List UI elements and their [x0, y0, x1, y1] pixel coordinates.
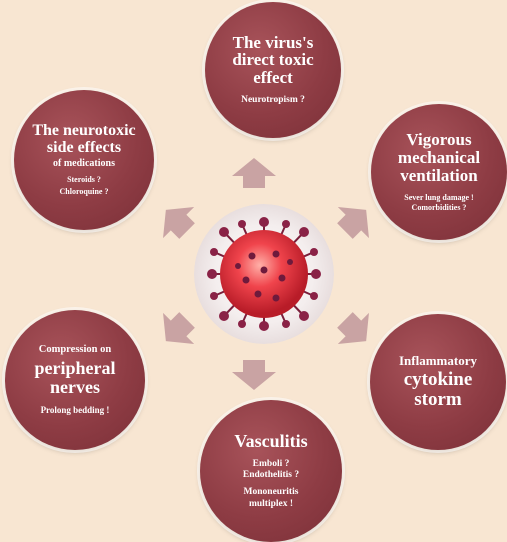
node-cytokine-storm: Inflammatory cytokine storm	[370, 314, 506, 450]
arrow-lower-right	[329, 304, 381, 356]
node-detail: Mononeuritis multiplex !	[210, 487, 332, 510]
node-title: cytokine storm	[380, 370, 496, 410]
node-detail: Comorbidities ?	[412, 203, 467, 213]
node-detail: Sever lung damage !	[404, 193, 473, 203]
arrow-down	[232, 360, 276, 390]
node-detail: Chloroquine ?	[60, 187, 109, 197]
node-title: peripheral nerves	[15, 359, 135, 397]
node-detail: Prolong bedding !	[41, 405, 110, 416]
coronavirus-icon	[194, 204, 334, 344]
node-mechanical-ventilation: Vigorous mechanical ventilation Sever lu…	[371, 104, 507, 240]
arrow-up	[232, 158, 276, 188]
diagram: The virus's direct toxic effect Neurotro…	[0, 0, 507, 526]
node-vasculitis: Vasculitis Emboli ? Endothelitis ? Monon…	[200, 400, 342, 542]
node-detail: Neurotropism ?	[241, 95, 305, 106]
node-detail: Steroids ?	[67, 175, 101, 185]
node-title: Vigorous mechanical ventilation	[385, 131, 493, 185]
arrow-upper-right	[329, 194, 381, 246]
node-title: Vasculitis	[234, 432, 307, 451]
node-title: The virus's direct toxic effect	[215, 34, 331, 88]
node-subtitle: of medications	[53, 158, 115, 170]
node-title: The neurotoxic side effects	[30, 123, 138, 157]
node-detail: Endothelitis ?	[243, 470, 299, 481]
node-virus-toxic-effect: The virus's direct toxic effect Neurotro…	[205, 2, 341, 138]
node-title: Inflammatory	[399, 354, 477, 368]
node-detail: Emboli ?	[253, 459, 290, 470]
node-peripheral-nerve-compression: Compression on peripheral nerves Prolong…	[5, 310, 145, 450]
node-title: Compression on	[39, 344, 111, 357]
node-medication-neurotoxicity: The neurotoxic side effects of medicatio…	[14, 90, 154, 230]
arrow-lower-left	[150, 304, 202, 356]
arrow-upper-left	[150, 194, 202, 246]
